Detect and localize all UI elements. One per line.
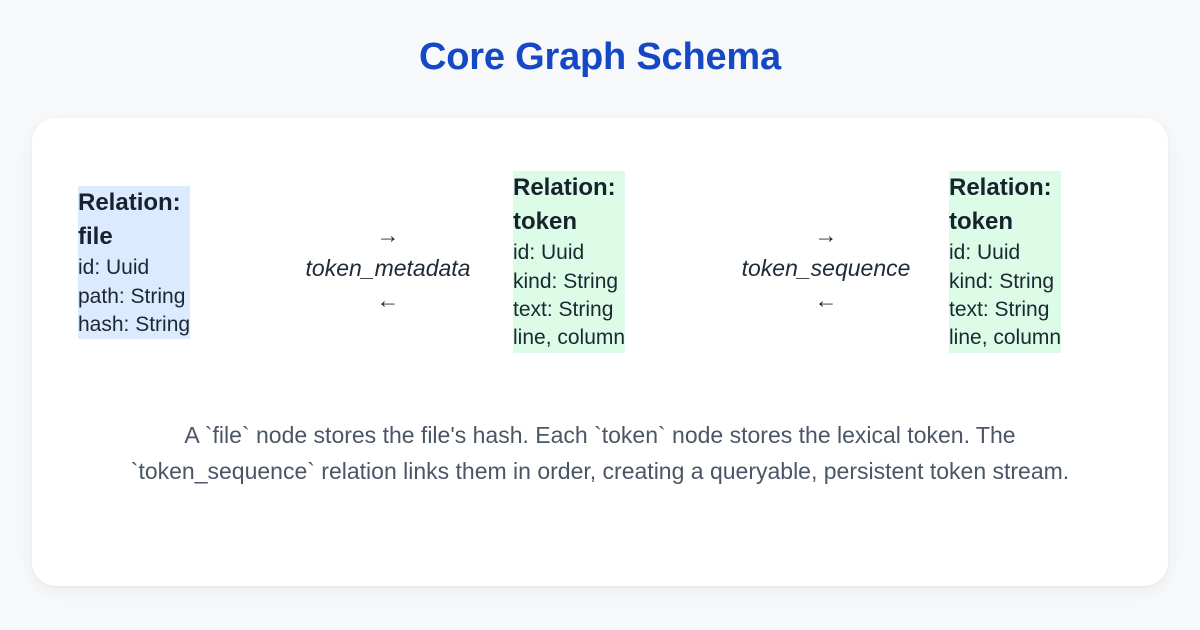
edge-token-sequence-label: token_sequence — [741, 255, 911, 281]
relation-node-token-1-body: Relation: token id: Uuid kind: String te… — [513, 171, 626, 353]
relation-node-token-2-field: id: Uuid — [949, 241, 1021, 265]
relation-node-file-field: id: Uuid — [78, 256, 150, 280]
relation-node-file-field: hash: String — [78, 312, 191, 336]
arrow-left-icon: ← — [814, 287, 838, 313]
schema-caption: A `file` node stores the file's hash. Ea… — [130, 422, 1070, 484]
relation-node-token-1-field: line, column — [513, 326, 626, 350]
relation-node-token-2[interactable]: Relation: token id: Uuid kind: String te… — [949, 171, 1062, 353]
relation-node-token-1[interactable]: Relation: token id: Uuid kind: String te… — [513, 171, 626, 353]
schema-diagram: Relation: file id: Uuid path: String has… — [32, 118, 1168, 408]
relation-node-token-1-field: text: String — [513, 297, 614, 321]
page-title: Core Graph Schema — [419, 36, 781, 78]
relation-node-file[interactable]: Relation: file id: Uuid path: String has… — [78, 186, 191, 340]
relation-node-token-2-field: kind: String — [949, 269, 1055, 293]
relation-node-token-1-title: Relation: token — [513, 174, 616, 236]
relation-node-file-title: Relation: file — [78, 189, 181, 251]
relation-node-token-2-field: line, column — [949, 326, 1062, 350]
arrow-right-icon: → — [376, 222, 400, 248]
edge-token-metadata-label: token_metadata — [305, 255, 471, 281]
schema-card: Relation: file id: Uuid path: String has… — [32, 118, 1168, 586]
relation-node-token-2-title: Relation: token — [949, 174, 1052, 236]
relation-node-token-2-body: Relation: token id: Uuid kind: String te… — [949, 171, 1062, 353]
relation-node-token-1-field: kind: String — [513, 269, 619, 293]
relation-node-file-body: Relation: file id: Uuid path: String has… — [78, 186, 191, 340]
edge-token-sequence: → token_sequence ← — [715, 222, 937, 316]
arrow-left-icon: ← — [376, 287, 400, 313]
relation-node-token-2-field: text: String — [949, 297, 1050, 321]
relation-node-token-1-field: id: Uuid — [513, 241, 585, 265]
relation-node-file-field: path: String — [78, 284, 186, 308]
arrow-right-icon: → — [814, 222, 838, 248]
edge-token-metadata: → token_metadata ← — [278, 222, 498, 316]
